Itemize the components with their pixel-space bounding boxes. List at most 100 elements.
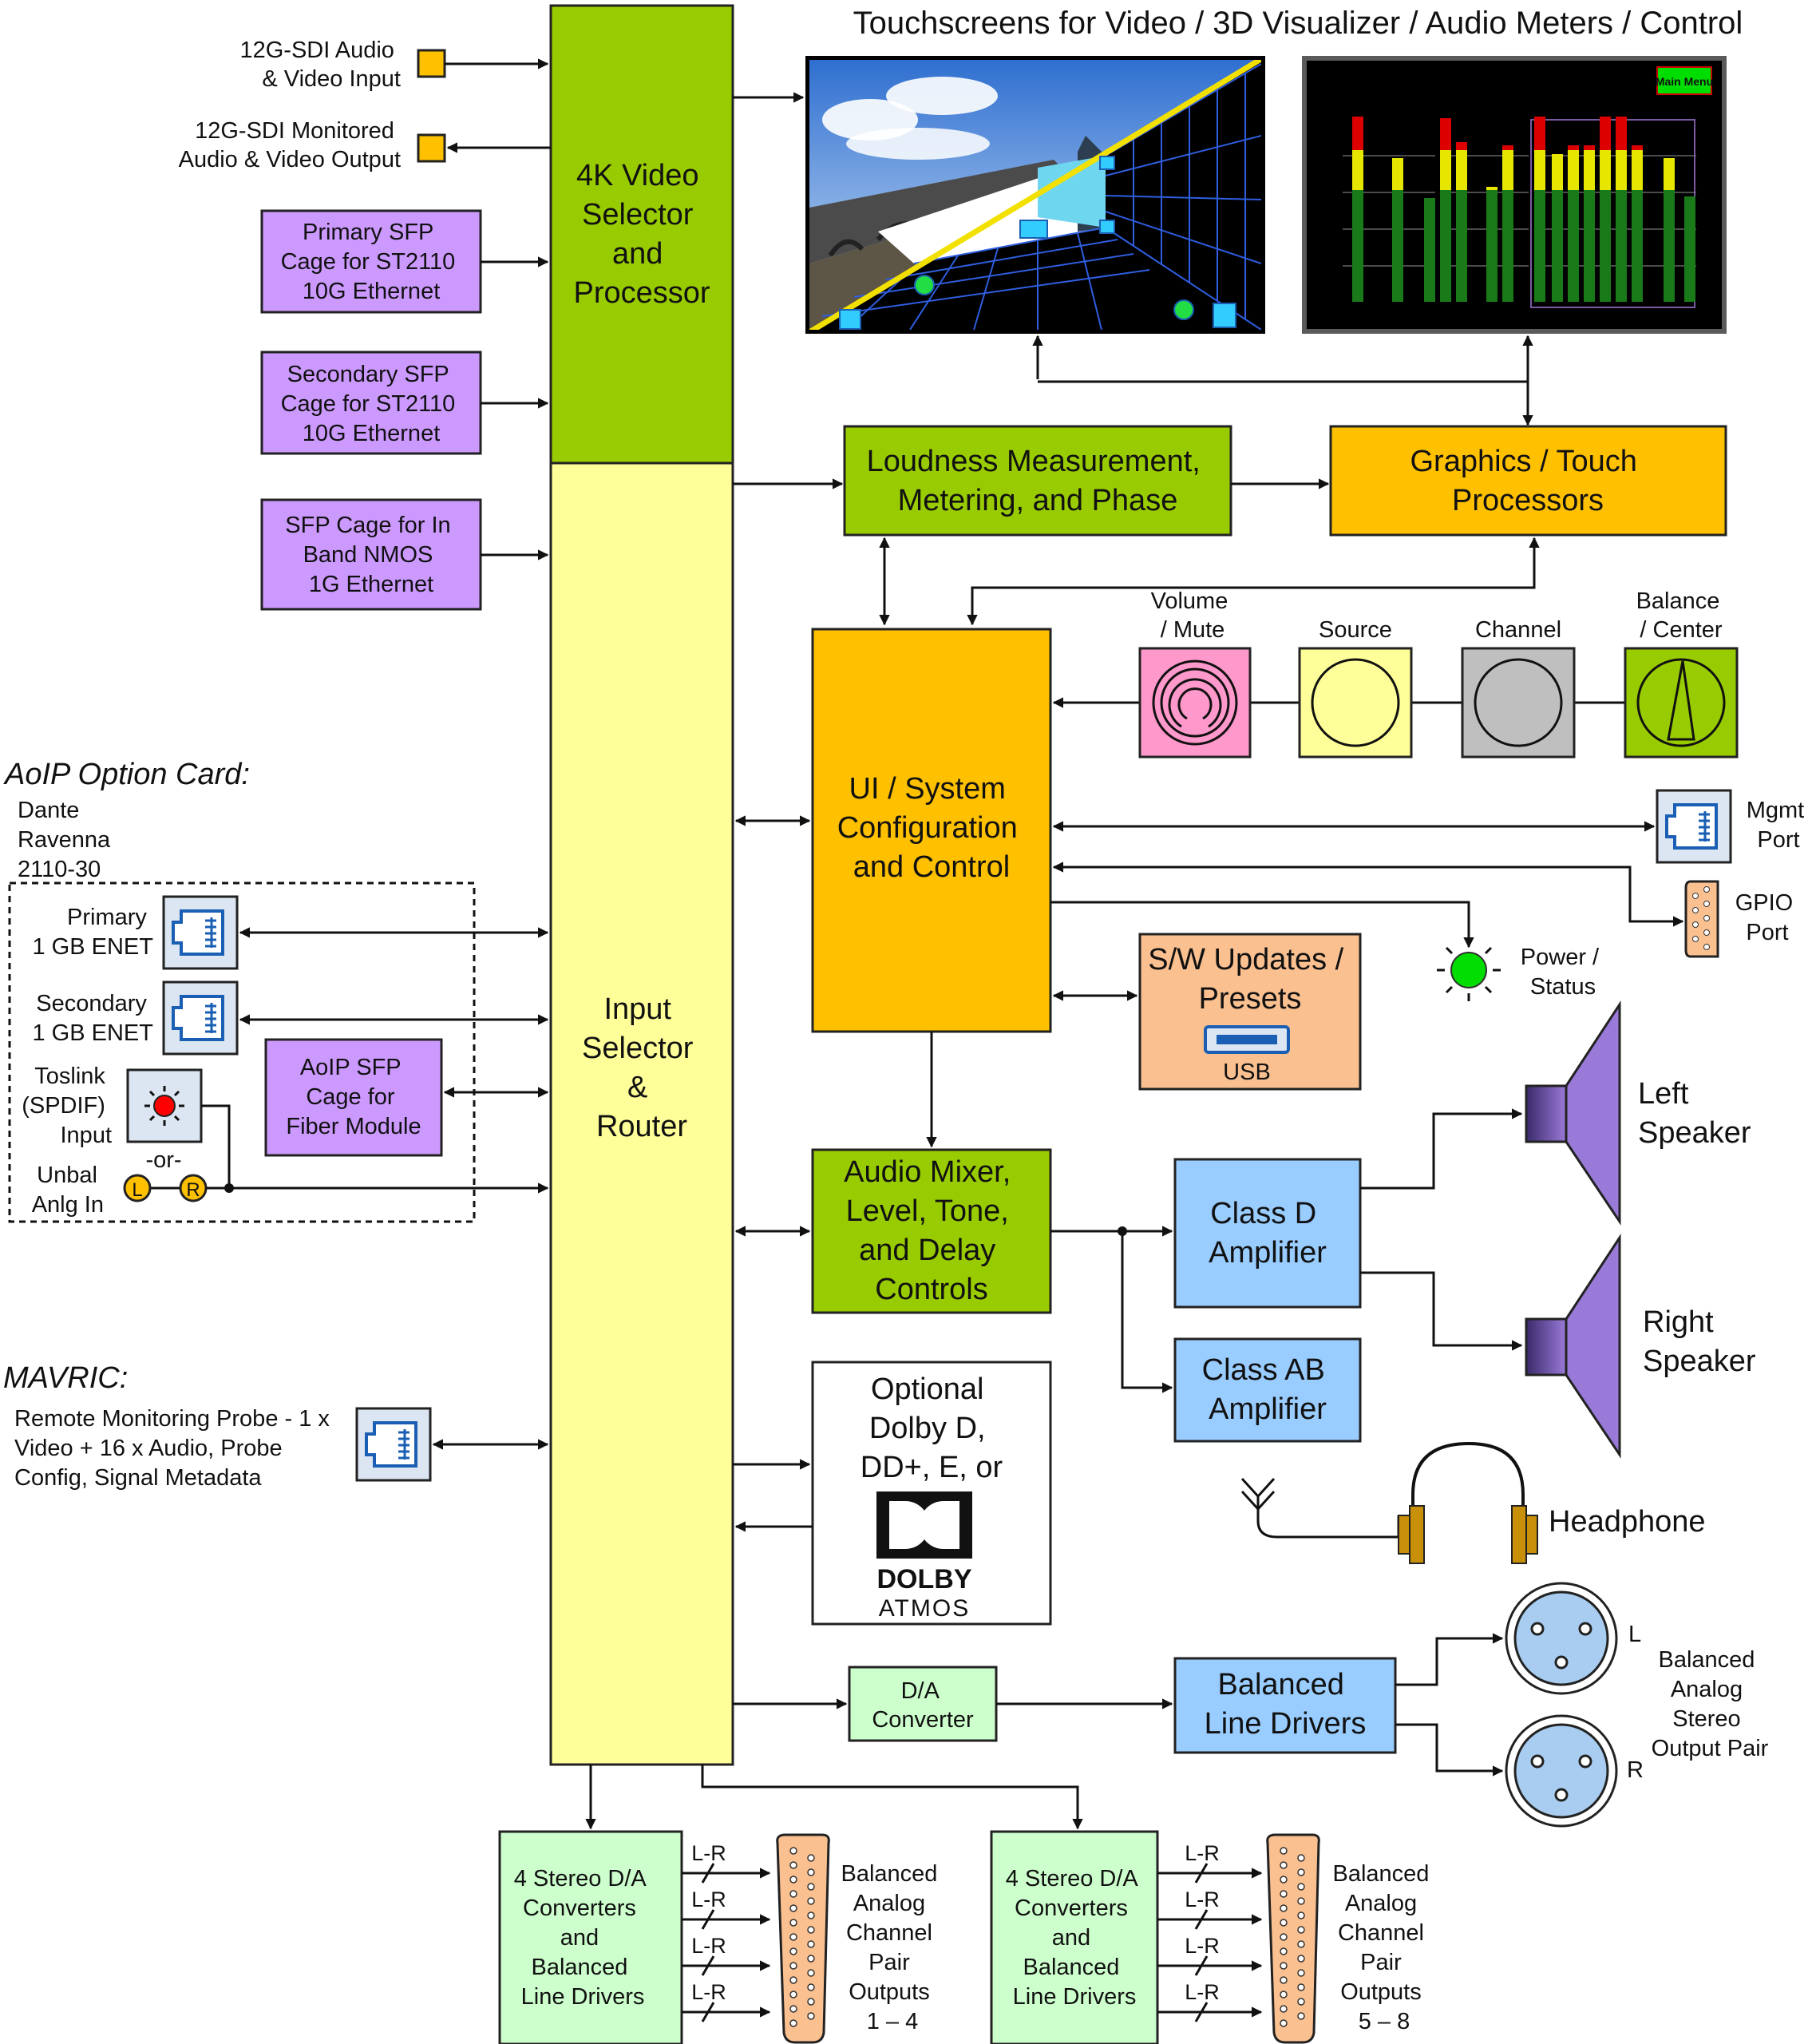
primary-enet: Primary 1 GB ENET <box>33 895 549 970</box>
meter-bar-segment <box>1568 190 1579 302</box>
svg-text:Loudness Measurement, Me: Loudness Measurement, Metering, and Phas… <box>867 445 1209 517</box>
svg-text:Balance / Center: Balance / Center <box>1636 588 1727 643</box>
svg-text:Input Selector &: Input Selector & Router <box>582 992 702 1143</box>
svg-text:Balanced Line Drivers: Balanced Line Drivers <box>1205 1668 1367 1741</box>
db9-connector-icon <box>1684 880 1719 958</box>
meter-bar-segment <box>1600 117 1611 150</box>
power-led-icon <box>1450 952 1487 988</box>
volume-knob-icon <box>1152 660 1238 746</box>
rj45-port-icon <box>162 895 239 970</box>
db25-pin <box>789 2005 797 2013</box>
svg-text:Graphics / Touch Process: Graphics / Touch Processors <box>1410 445 1645 517</box>
db25-pin <box>807 1955 815 1963</box>
gpio-port: GPIO Port <box>1052 862 1800 958</box>
meter-bar-segment <box>1616 150 1627 190</box>
sfp-primary-block: Primary SFP Cage for ST2110 10G Ethernet <box>260 209 549 314</box>
db25-connector-icon <box>1266 1833 1320 2044</box>
db25-pin <box>807 1911 815 1919</box>
meter-bar-segment <box>1502 190 1513 302</box>
db25-pin <box>1280 1904 1288 1912</box>
db25-pin <box>789 1991 797 1998</box>
svg-text:L-R: L-R <box>691 1934 726 1958</box>
db25-pin <box>807 1969 815 1977</box>
svg-text:Secondary SFP Cage for S: Secondary SFP Cage for ST2110 10G Ethern… <box>281 362 462 446</box>
meters-touchscreen: Main Menu <box>1302 56 1727 334</box>
db25-pin <box>1297 1983 1305 1991</box>
db25-pin <box>789 1847 797 1855</box>
meter-bar-segment <box>1568 145 1579 150</box>
audio-mixer-block: Audio Mixer, Level, Tone, and Delay Cont… <box>811 1148 1052 1314</box>
db25-pin <box>807 1868 815 1876</box>
video-selector-line: Processor <box>573 276 710 310</box>
unbal-analog-input: Unbal Anlg In L R <box>32 1163 549 1218</box>
aoip-title: AoIP Option Card: <box>3 758 250 791</box>
outputs-1-4-label: Balanced Analog Channel Pair Outputs 1 –… <box>841 1861 944 2034</box>
svg-text:GPIO Port: GPIO Port <box>1735 890 1800 945</box>
db25-pin <box>1280 1962 1288 1970</box>
db25-pin <box>1297 1897 1305 1905</box>
video-touchscreen <box>805 56 1265 334</box>
input-router-line: Input <box>603 992 671 1026</box>
touchscreens-title: Touchscreens for Video / 3D Visualizer /… <box>853 6 1743 41</box>
svg-text:Optional Dolby D,: Optional Dolby D, DD+, E, or <box>861 1373 1003 1484</box>
main-menu-button[interactable] <box>1656 66 1712 95</box>
aoip-protocols: Dante Ravenna 2110-30 <box>18 798 117 882</box>
db25-pin <box>789 1876 797 1884</box>
video-selector-line: and <box>612 237 663 271</box>
video-selector-line: 4K Video <box>576 159 699 192</box>
meter-bar-segment <box>1424 198 1435 302</box>
meter-bar-segment <box>1616 117 1627 150</box>
sfp-nmos-block: SFP Cage for In Band NMOS 1G Ethernet <box>260 498 549 611</box>
balance-center-knob[interactable]: Balance / Center <box>1624 588 1739 759</box>
meter-bar-segment <box>1584 150 1595 190</box>
channel-knob[interactable]: Channel <box>1461 617 1576 759</box>
meter-bar-segment <box>1632 150 1643 190</box>
svg-text:DOLBY: DOLBY <box>877 1564 972 1594</box>
sfp-secondary-block: Secondary SFP Cage for ST2110 10G Ethern… <box>260 351 549 455</box>
rj45-port-icon <box>355 1407 432 1482</box>
svg-text:L-R: L-R <box>691 1980 726 2004</box>
main-menu-label: Main Menu <box>1656 75 1713 88</box>
input-router-line: Selector <box>582 1032 694 1065</box>
db25-pin <box>1280 1991 1288 1998</box>
right-speaker: Right Speaker <box>1525 1233 1756 1459</box>
stereo-da-block-2: 4 Stereo D/A Converters and Balanced Lin… <box>990 1830 1159 2044</box>
svg-text:Primary SFP Cage for ST2: Primary SFP Cage for ST2110 10G Ethernet <box>281 220 462 304</box>
headphone: Headphone <box>1240 1441 1706 1564</box>
meter-bar-segment <box>1486 190 1497 302</box>
toslink-input: Toslink (SPDIF) Input <box>22 1064 231 1188</box>
meter-bar-segment <box>1534 190 1545 302</box>
svg-text:Channel: Channel <box>1475 617 1561 643</box>
mavric-title: MAVRIC: <box>3 1361 128 1395</box>
video-selector-line: Selector <box>582 198 694 232</box>
input-router-block: Input Selector & Router <box>549 461 734 1766</box>
db25-pin <box>1280 1919 1288 1927</box>
svg-text:4 Stereo D/A Converters: 4 Stereo D/A Converters and Balanced Lin… <box>1006 1866 1144 2010</box>
aoip-option-card-boundary <box>8 881 476 1223</box>
db25-pin <box>789 1947 797 1955</box>
meter-bar-segment <box>1664 190 1675 302</box>
svg-text:D/A Converter: D/A Converter <box>872 1678 974 1733</box>
db25-pin <box>789 1962 797 1970</box>
source-knob[interactable]: Source <box>1298 617 1413 759</box>
db25-pin <box>1297 1969 1305 1977</box>
db25-pin <box>1297 2012 1305 2020</box>
stereo-da-block-1: 4 Stereo D/A Converters and Balanced Lin… <box>498 1830 683 2044</box>
svg-text:L-R: L-R <box>1185 1934 1220 1958</box>
db25-pin <box>1280 2005 1288 2013</box>
balance-knob-icon <box>1636 658 1726 747</box>
svg-text:4K Video Selector: 4K Video Selector and Processor <box>573 159 710 310</box>
volume-mute-knob[interactable]: Volume / Mute <box>1138 588 1252 759</box>
rca-left-connector <box>123 1174 152 1202</box>
secondary-enet: Secondary 1 GB ENET <box>33 980 549 1056</box>
lr-outputs-1: L-R L-R L-R L-R <box>682 1841 771 2022</box>
svg-text:L-R: L-R <box>691 1841 726 1865</box>
toslink-led-icon <box>126 1068 203 1143</box>
db25-pin <box>807 2012 815 2020</box>
meter-bar-segment <box>1352 190 1363 302</box>
db25-pin <box>1280 1847 1288 1855</box>
db25-pin <box>1297 1940 1305 1948</box>
svg-text:Class AB Amplifier: Class AB Amplifier <box>1202 1353 1334 1426</box>
meter-bar-segment <box>1600 150 1611 190</box>
svg-text:ATMOS: ATMOS <box>879 1595 970 1622</box>
